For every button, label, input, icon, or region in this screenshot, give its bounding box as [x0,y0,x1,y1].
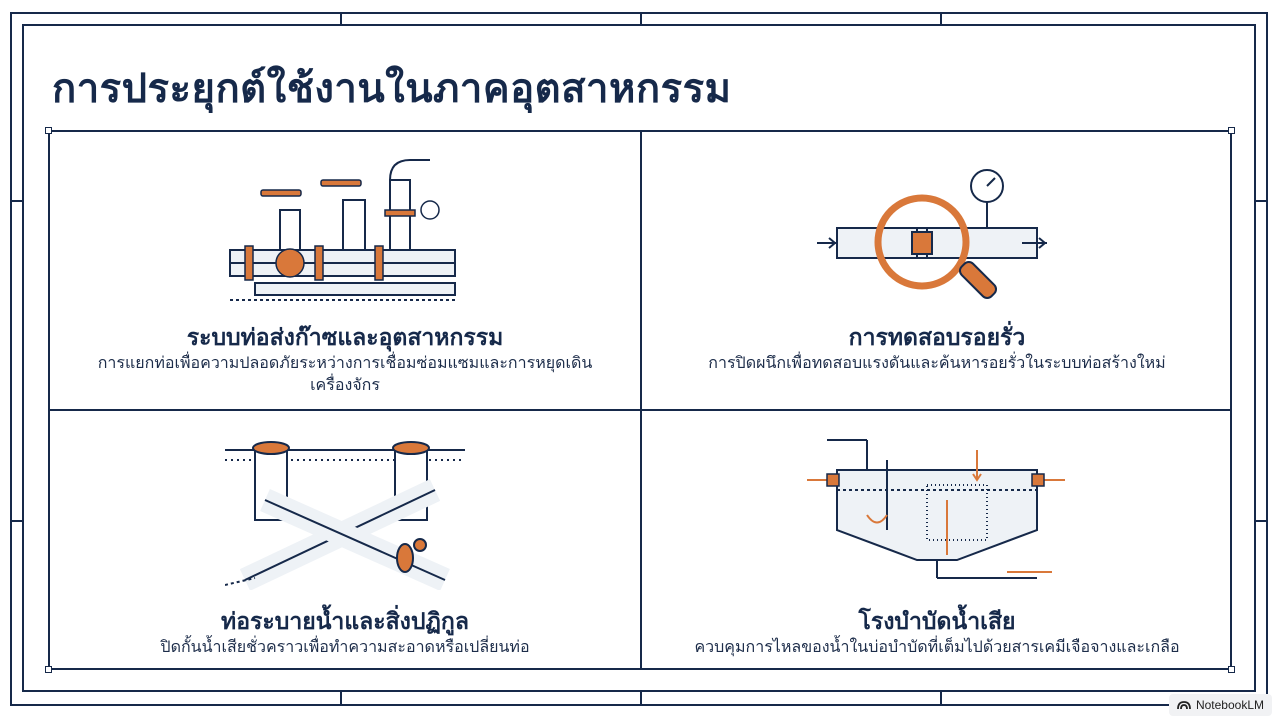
card-description: การปิดผนึกเพื่อทดสอบแรงดันและค้นหารอยรั่… [708,353,1166,372]
card-gas-pipeline: ระบบท่อส่งก๊าซและอุตสาหกรรม การแยกท่อเพื… [50,132,640,410]
frame-tick [340,692,342,706]
frame-tick [1256,520,1268,522]
frame-tick [1256,200,1268,202]
card-leak-testing: การทดสอบรอยรั่ว การปิดผนึกเพื่อทดสอบแรงด… [642,132,1232,410]
inner-frame [22,24,1256,692]
card-wastewater-treatment: โรงบำบัดน้ำเสีย ควบคุมการไหลของน้ำในบ่อบ… [642,412,1232,690]
magnifier-pressure-gauge-illustration [817,169,1047,300]
frame-tick [10,200,22,202]
card-title: ระบบท่อส่งก๊าซและอุตสาหกรรม [186,325,504,351]
grid-divider-horizontal [48,409,1232,411]
card-sewer-drainage: ท่อระบายน้ำและสิ่งปฏิกูล ปิดกั้นน้ำเสียช… [50,412,640,690]
frame-tick [640,692,642,706]
pipeline-valves-illustration [229,159,456,301]
grid-corner-marker [1228,127,1235,134]
frame-tick [10,520,22,522]
notebooklm-badge[interactable]: NotebookLM [1168,694,1272,716]
frame-tick [640,12,642,24]
card-description: การแยกท่อเพื่อความปลอดภัยระหว่างการเชื่อ… [97,353,593,394]
card-title: โรงบำบัดน้ำเสีย [858,609,1016,635]
badge-label: NotebookLM [1195,698,1264,712]
sewer-pipes-illustration [225,441,465,590]
card-title: ท่อระบายน้ำและสิ่งปฏิกูล [221,609,469,635]
grid-corner-marker [45,127,52,134]
frame-tick [340,12,342,24]
treatment-tank-illustration [807,439,1065,579]
outer-frame [10,12,1268,706]
page-title: การประยุกต์ใช้งานในภาคอุตสาหกรรม [52,66,732,112]
card-title: การทดสอบรอยรั่ว [848,325,1026,351]
frame-tick [940,692,942,706]
notebooklm-logo-icon [1177,701,1191,710]
grid-divider-vertical [640,130,642,670]
grid-corner-marker [45,666,52,673]
card-description: ควบคุมการไหลของน้ำในบ่อบำบัดที่เต็มไปด้ว… [694,637,1180,656]
card-description: ปิดกั้นน้ำเสียชั่วคราวเพื่อทำความสะอาดหร… [160,637,530,656]
grid-corner-marker [1228,666,1235,673]
frame-tick [940,12,942,24]
